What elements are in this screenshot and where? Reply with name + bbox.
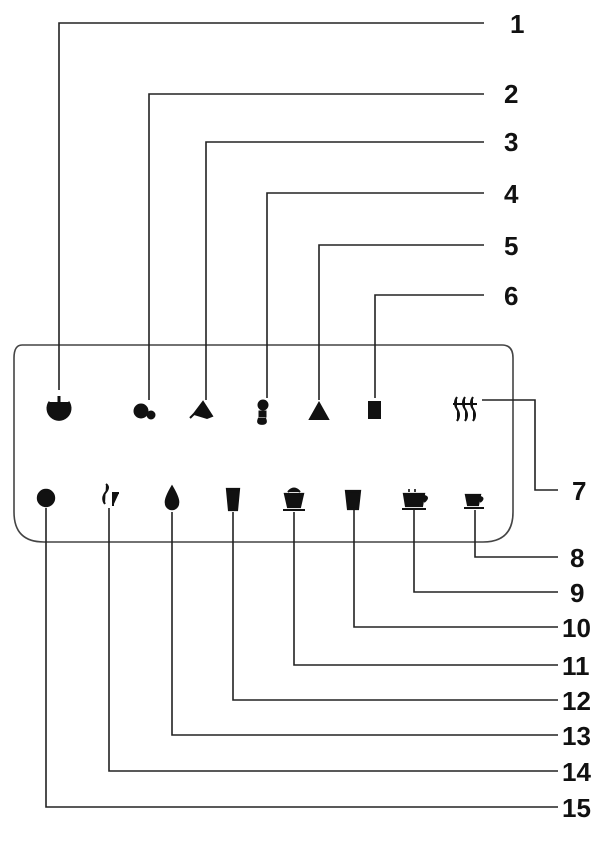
callout-number: 2 bbox=[504, 79, 518, 109]
callout-number: 15 bbox=[562, 793, 591, 823]
rinse-icon[interactable] bbox=[36, 488, 56, 508]
coffee-cup-icon[interactable] bbox=[402, 489, 428, 510]
callout-number: 8 bbox=[570, 543, 584, 573]
lungo-cup-icon[interactable] bbox=[344, 489, 362, 511]
leader-line bbox=[108, 508, 558, 772]
callout-number: 3 bbox=[504, 127, 518, 157]
callout-number: 7 bbox=[572, 476, 586, 506]
leader-line bbox=[293, 512, 558, 666]
callout-number: 13 bbox=[562, 721, 591, 751]
leader-line bbox=[318, 244, 484, 400]
leader-line bbox=[232, 512, 558, 701]
espresso-cup-icon[interactable] bbox=[464, 493, 484, 509]
leader-line bbox=[148, 93, 484, 400]
leader-line bbox=[58, 22, 484, 390]
coffee-beans-icon[interactable] bbox=[133, 403, 156, 420]
hot-water-icon[interactable] bbox=[164, 484, 180, 511]
callout-number: 5 bbox=[504, 231, 518, 261]
aroma-strength-icon[interactable] bbox=[102, 483, 119, 506]
callout-number: 9 bbox=[570, 578, 584, 608]
latte-glass-icon[interactable] bbox=[225, 487, 241, 512]
leader-line bbox=[374, 294, 484, 398]
cappuccino-cup-icon[interactable] bbox=[283, 487, 305, 511]
power-icon[interactable] bbox=[46, 396, 72, 421]
steam-icon[interactable] bbox=[453, 396, 477, 422]
leader-line bbox=[205, 141, 484, 400]
callout-number: 1 bbox=[510, 9, 524, 39]
leader-line bbox=[353, 510, 558, 628]
callout-number: 11 bbox=[562, 651, 590, 681]
leader-line bbox=[45, 508, 558, 808]
leader-line bbox=[266, 192, 484, 398]
ground-coffee-scoop-icon[interactable] bbox=[189, 400, 214, 420]
descale-icon[interactable] bbox=[257, 399, 269, 425]
leader-line bbox=[482, 399, 558, 491]
leader-line bbox=[171, 512, 558, 736]
grounds-container-icon[interactable] bbox=[368, 401, 381, 419]
callout-number: 4 bbox=[504, 179, 519, 209]
callout-number: 6 bbox=[504, 281, 518, 311]
callout-number: 10 bbox=[562, 613, 591, 643]
leader-line bbox=[474, 510, 558, 558]
callout-number: 14 bbox=[562, 757, 591, 787]
callout-number: 12 bbox=[562, 686, 591, 716]
warning-icon[interactable] bbox=[308, 400, 330, 420]
control-panel-outline bbox=[13, 344, 514, 543]
leader-line bbox=[413, 510, 558, 593]
